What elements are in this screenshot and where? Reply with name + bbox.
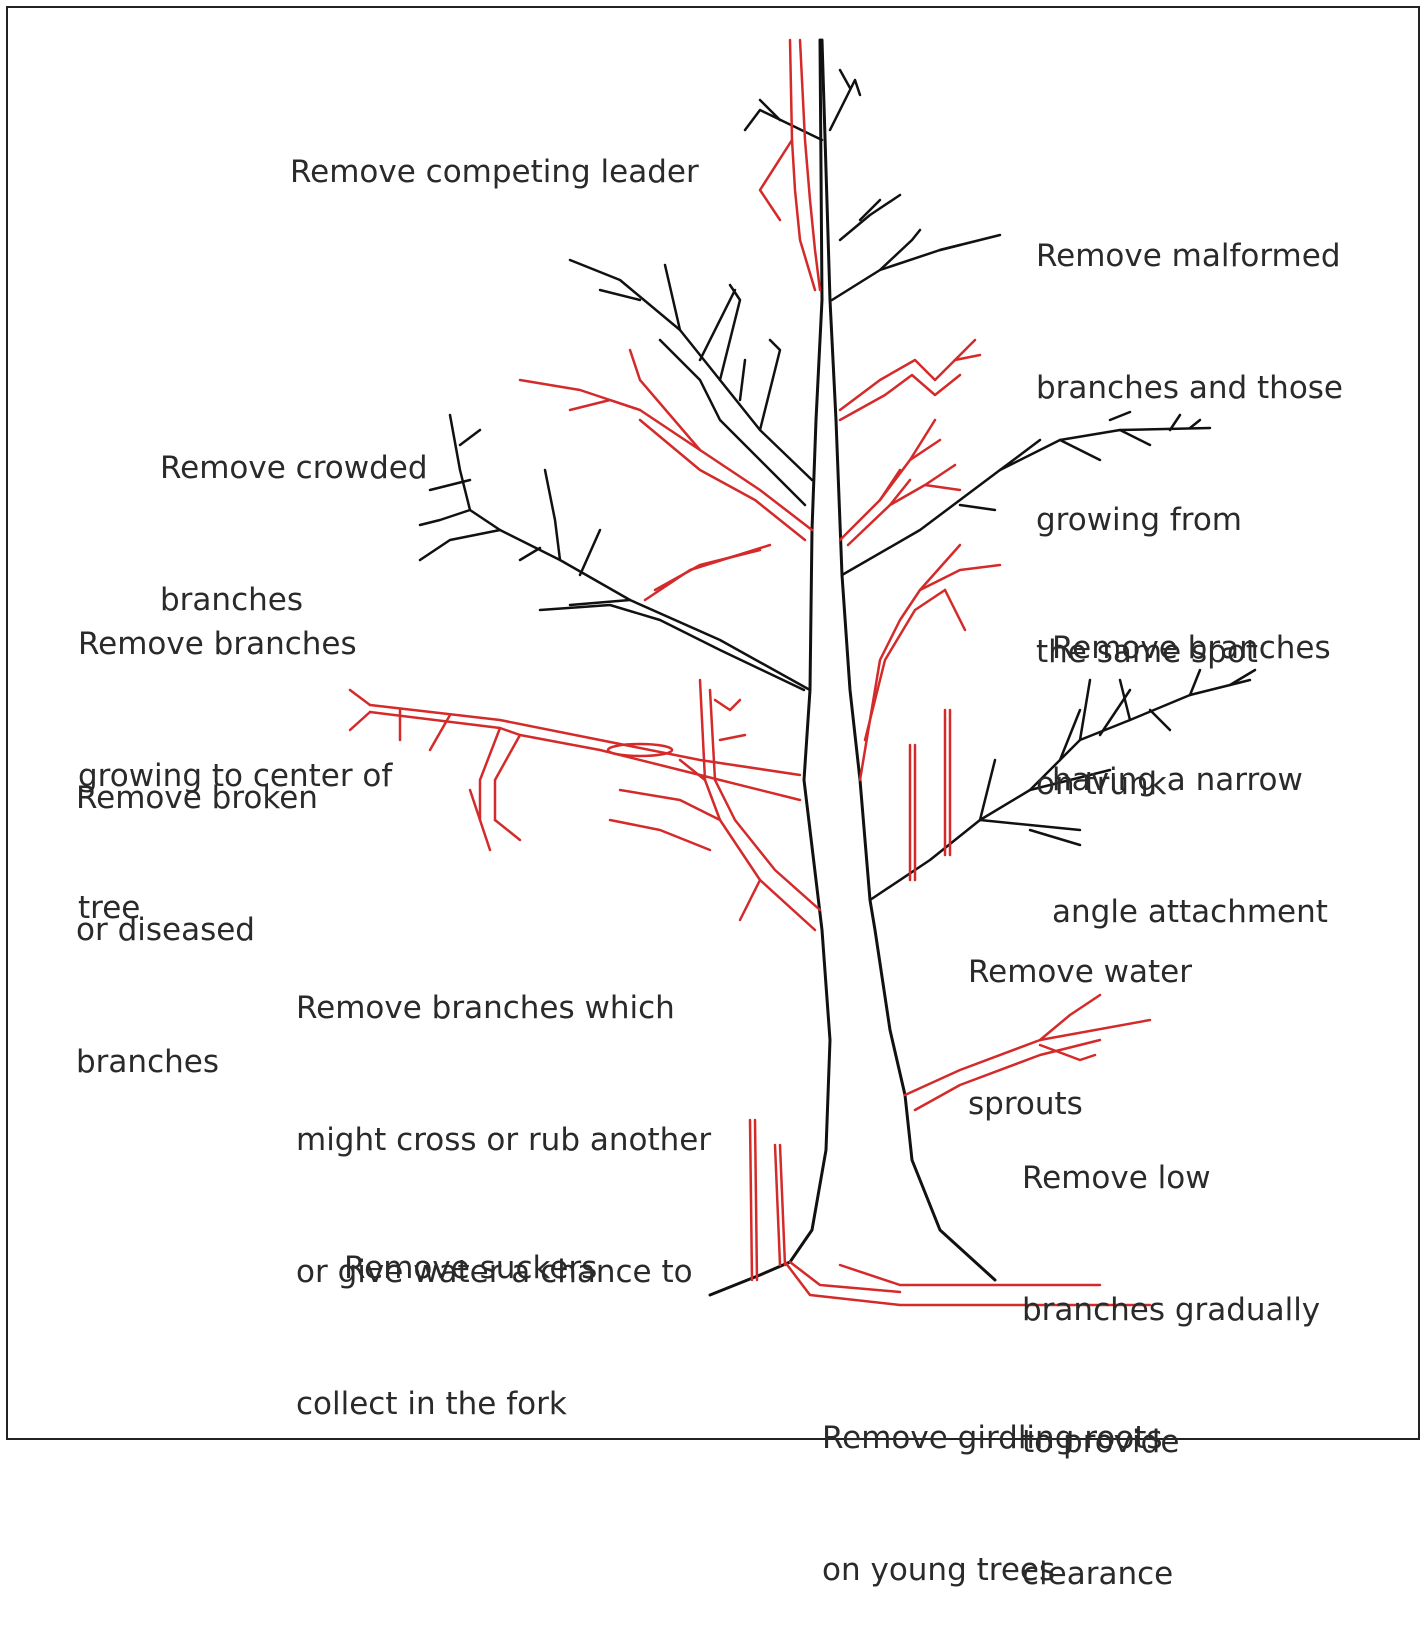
label-line: Remove branches (1052, 626, 1331, 670)
label-line: Remove malformed (1036, 234, 1343, 278)
label-line: having a narrow (1052, 758, 1331, 802)
label-competing-leader: Remove competing leader (290, 62, 699, 238)
label-line: or diseased (76, 908, 318, 952)
label-line: Remove branches which (296, 986, 711, 1030)
label-broken-diseased: Remove broken or diseased branches (76, 688, 318, 1128)
label-line: Remove broken (76, 776, 318, 820)
label-line: branches (76, 1040, 318, 1084)
label-suckers: Remove suckers (344, 1158, 597, 1334)
label-line: Remove suckers (344, 1246, 597, 1290)
label-line: Remove competing leader (290, 150, 699, 194)
label-line: might cross or rub another (296, 1118, 711, 1162)
label-line: branches gradually (1022, 1288, 1320, 1332)
label-line: branches and those (1036, 366, 1343, 410)
label-line: collect in the fork (296, 1382, 711, 1426)
label-line: Remove water (968, 950, 1192, 994)
label-girdling-roots: Remove girdling roots on young trees (822, 1328, 1163, 1636)
label-line: Remove girdling roots (822, 1416, 1163, 1460)
label-line: growing from (1036, 498, 1343, 542)
label-line: Remove low (1022, 1156, 1320, 1200)
label-line: on young trees (822, 1548, 1163, 1592)
label-line: Remove crowded (160, 446, 428, 490)
label-line: Remove branches (78, 622, 392, 666)
